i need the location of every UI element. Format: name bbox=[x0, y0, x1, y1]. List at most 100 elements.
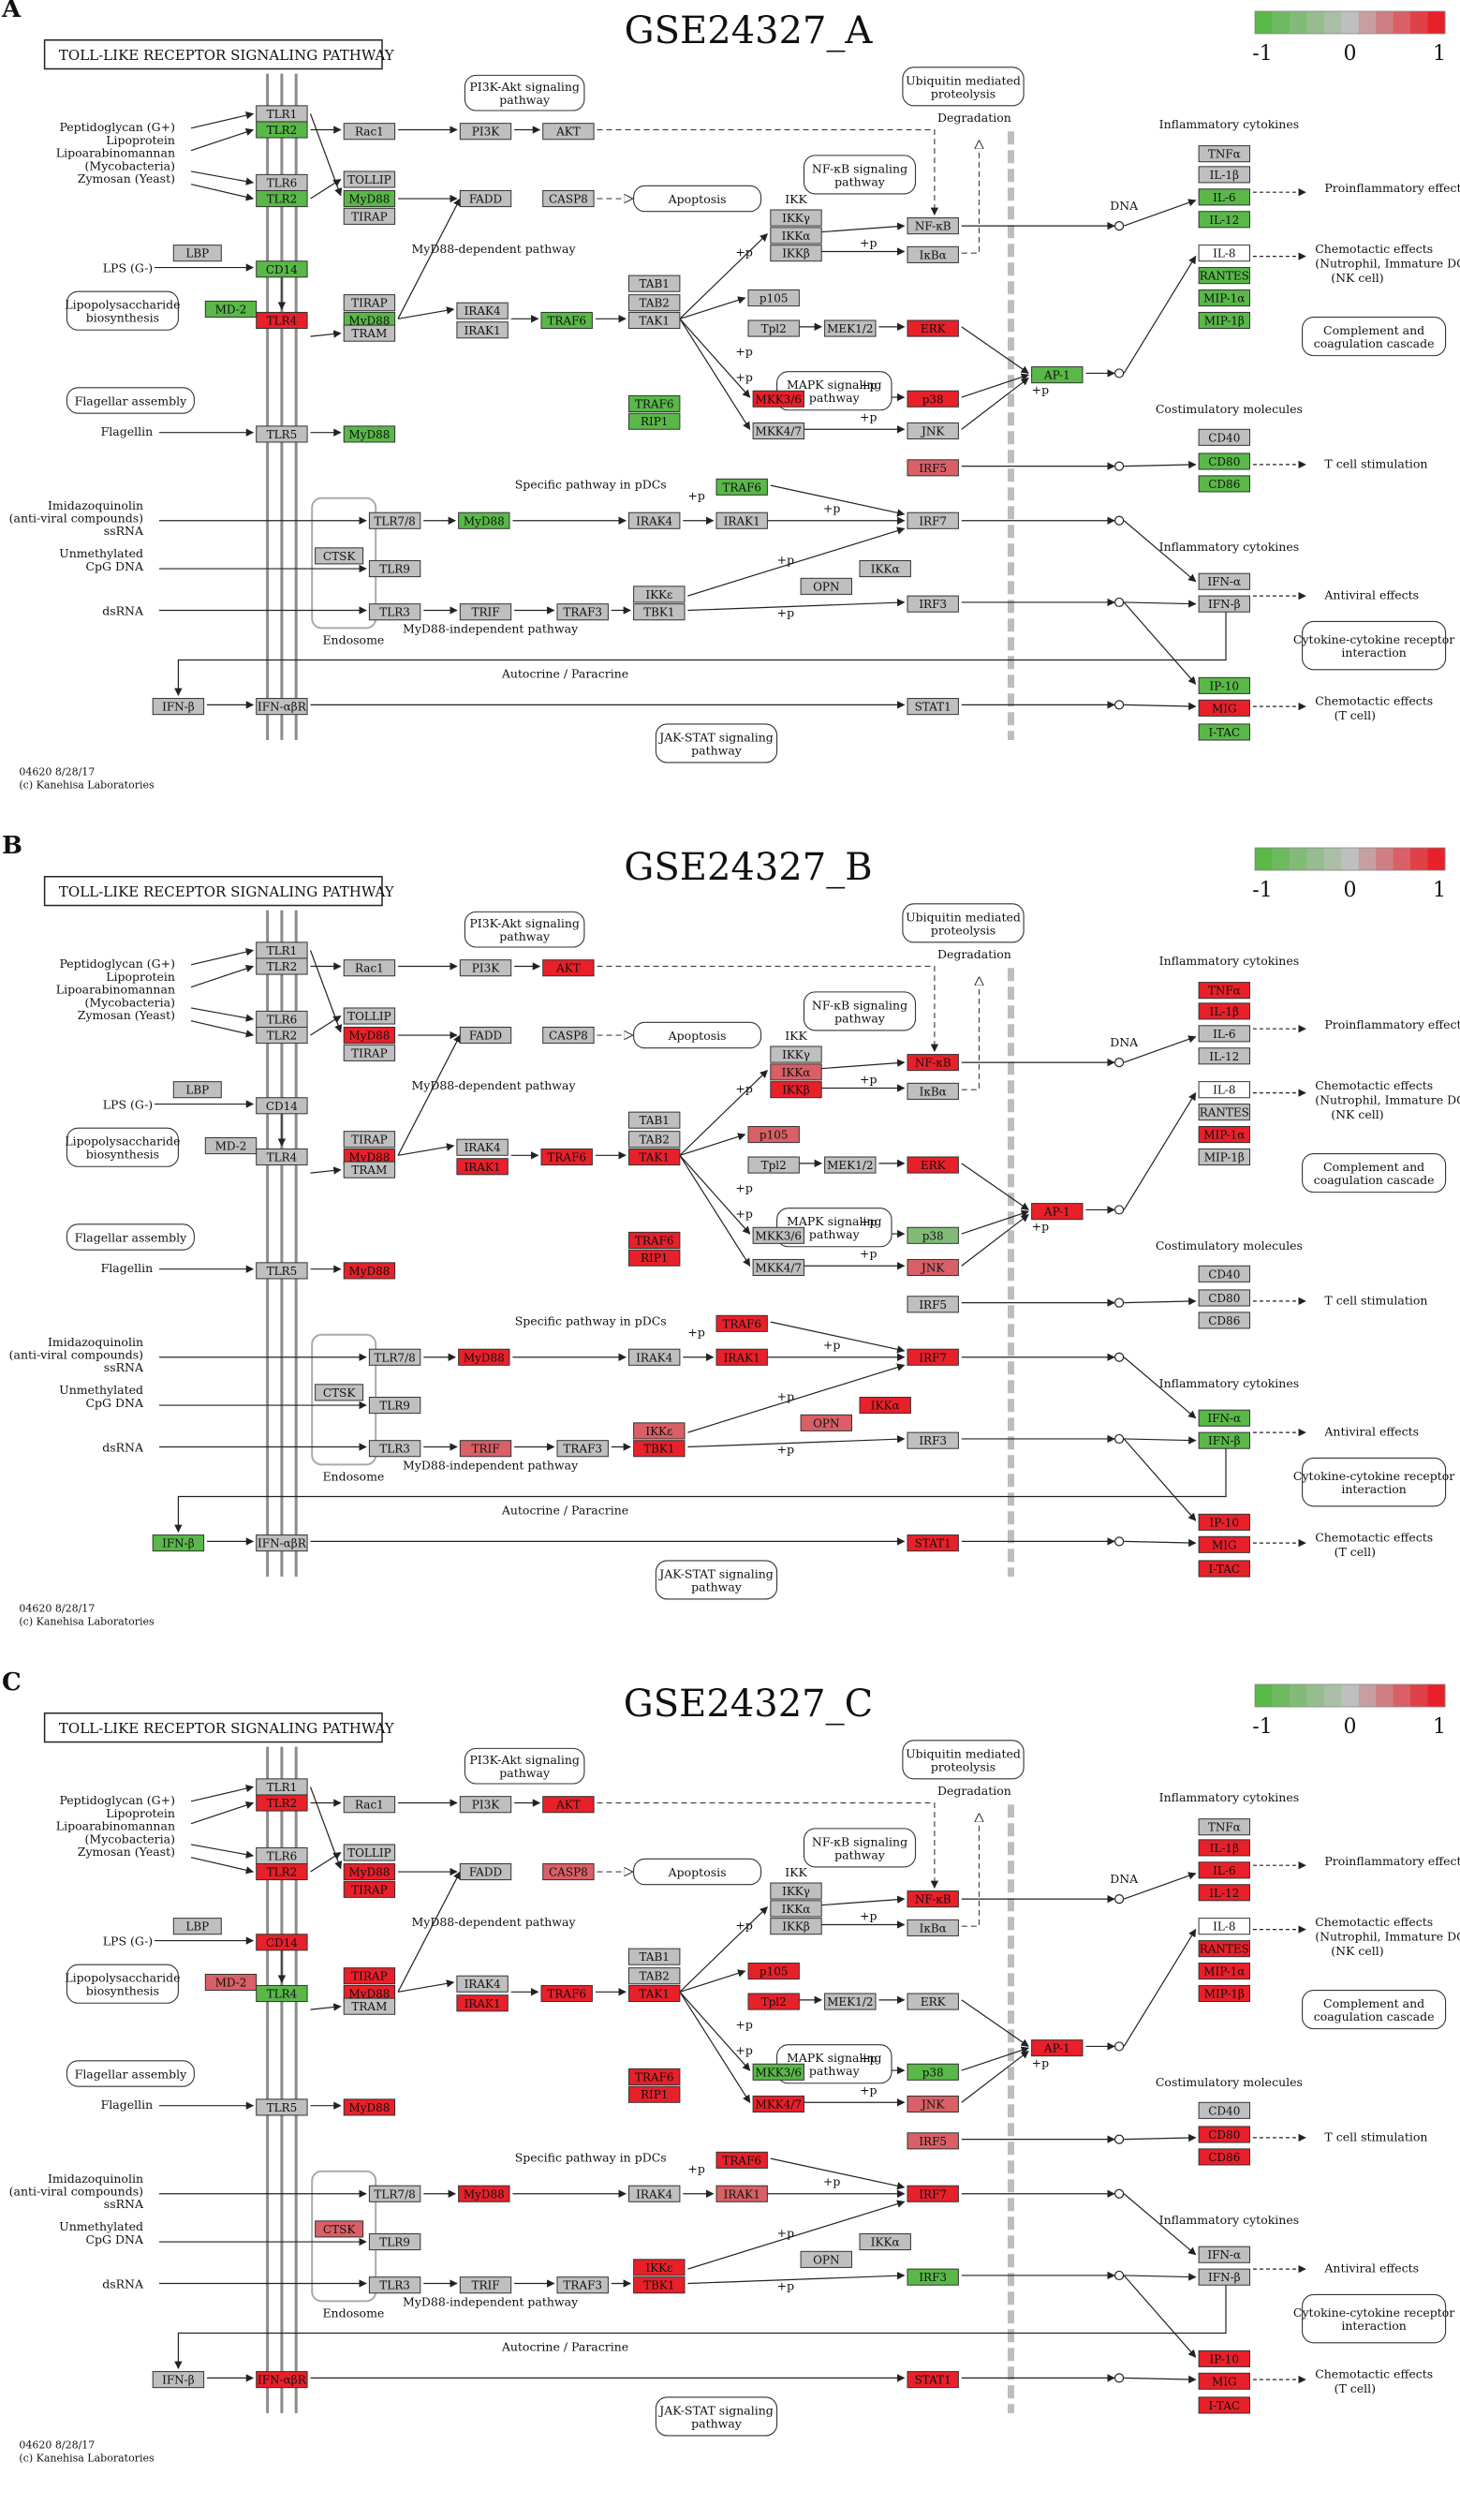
gene-node-mip1a[interactable]: MIP-1α bbox=[1198, 1963, 1250, 1980]
gene-node-ikky[interactable]: IKKγ bbox=[770, 1882, 822, 1900]
gene-node-akt[interactable]: AKT bbox=[542, 959, 595, 977]
gene-node-mkk36[interactable]: MKK3/6 bbox=[752, 2063, 804, 2081]
gene-node-myd88b[interactable]: MyD88 bbox=[343, 1984, 396, 2003]
gene-node-ifna[interactable]: IFN-α bbox=[1198, 2246, 1250, 2263]
gene-node-ikky[interactable]: IKKγ bbox=[770, 209, 822, 227]
gene-node-irak1a[interactable]: IRAK1 bbox=[456, 1158, 509, 1176]
gene-node-tab2[interactable]: TAB2 bbox=[628, 294, 681, 312]
gene-node-tpl2[interactable]: Tpl2 bbox=[747, 319, 800, 337]
gene-node-traf3[interactable]: TRAF3 bbox=[556, 1440, 609, 1458]
gene-node-rac1[interactable]: Rac1 bbox=[343, 123, 396, 141]
gene-node-mip1a[interactable]: MIP-1α bbox=[1198, 1126, 1250, 1144]
gene-node-casp8[interactable]: CASP8 bbox=[542, 189, 595, 208]
gene-node-pi3k[interactable]: PI3K bbox=[459, 123, 512, 141]
gene-node-cd86[interactable]: CD86 bbox=[1198, 1312, 1250, 1329]
gene-node-md2[interactable]: MD-2 bbox=[204, 300, 258, 319]
gene-node-il1b[interactable]: IL-1β bbox=[1198, 1002, 1250, 1020]
gene-node-irf5[interactable]: IRF5 bbox=[907, 2132, 959, 2150]
gene-node-casp8[interactable]: CASP8 bbox=[542, 1026, 595, 1045]
gene-node-il12[interactable]: IL-12 bbox=[1198, 211, 1250, 229]
gene-node-pi3k[interactable]: PI3K bbox=[459, 959, 512, 977]
gene-node-traf3[interactable]: TRAF3 bbox=[556, 2276, 609, 2294]
gene-node-myd88b[interactable]: MyD88 bbox=[343, 311, 396, 330]
gene-node-ikka[interactable]: IKKα bbox=[770, 1900, 822, 1918]
gene-node-ifna[interactable]: IFN-α bbox=[1198, 572, 1250, 590]
gene-node-fadd[interactable]: FADD bbox=[459, 1862, 512, 1881]
gene-node-cd40[interactable]: CD40 bbox=[1198, 428, 1250, 446]
gene-node-ap1[interactable]: AP-1 bbox=[1031, 2039, 1084, 2057]
gene-node-myd88c[interactable]: MyD88 bbox=[343, 425, 396, 443]
gene-node-akt[interactable]: AKT bbox=[542, 123, 595, 141]
gene-node-tab1[interactable]: TAB1 bbox=[628, 274, 681, 292]
gene-node-ip10[interactable]: IP-10 bbox=[1198, 676, 1250, 694]
gene-node-ap1[interactable]: AP-1 bbox=[1031, 366, 1084, 384]
gene-node-trif[interactable]: TRIF bbox=[459, 1440, 512, 1458]
gene-node-il12[interactable]: IL-12 bbox=[1198, 1047, 1250, 1065]
gene-node-ikke[interactable]: IKKε bbox=[633, 2259, 686, 2276]
gene-node-myd88a[interactable]: MyD88 bbox=[343, 189, 396, 208]
gene-node-stat1[interactable]: STAT1 bbox=[907, 1534, 959, 1552]
gene-node-traf6a[interactable]: TRAF6 bbox=[540, 311, 593, 330]
gene-node-mkk36[interactable]: MKK3/6 bbox=[752, 1226, 804, 1244]
gene-node-tbk1[interactable]: TBK1 bbox=[633, 2276, 686, 2294]
gene-node-irak4a[interactable]: IRAK4 bbox=[456, 302, 509, 319]
gene-node-tnfa[interactable]: TNFα bbox=[1198, 982, 1250, 1000]
gene-node-tlr9[interactable]: TLR9 bbox=[368, 1397, 421, 1415]
gene-node-tak1[interactable]: TAK1 bbox=[628, 1148, 681, 1166]
gene-node-ctsk[interactable]: CTSK bbox=[315, 547, 364, 565]
gene-node-tlr2b[interactable]: TLR2 bbox=[256, 189, 308, 208]
gene-node-mig[interactable]: MIG bbox=[1198, 2372, 1250, 2390]
gene-node-mek12[interactable]: MEK1/2 bbox=[824, 1993, 877, 2010]
gene-node-il8[interactable]: IL-8 bbox=[1198, 1081, 1250, 1099]
gene-node-tlr5[interactable]: TLR5 bbox=[256, 1262, 308, 1280]
gene-node-irf5[interactable]: IRF5 bbox=[907, 1296, 959, 1313]
gene-node-md2[interactable]: MD-2 bbox=[204, 1136, 258, 1155]
gene-node-stat1[interactable]: STAT1 bbox=[907, 2371, 959, 2389]
gene-node-tlr2a[interactable]: TLR2 bbox=[256, 1794, 308, 1812]
gene-node-cd80[interactable]: CD80 bbox=[1198, 1289, 1250, 1307]
gene-node-il6[interactable]: IL-6 bbox=[1198, 188, 1250, 206]
gene-node-cd14[interactable]: CD14 bbox=[256, 1097, 308, 1115]
gene-node-tlr78[interactable]: TLR7/8 bbox=[368, 1348, 421, 1366]
gene-node-irf5[interactable]: IRF5 bbox=[907, 459, 959, 477]
gene-node-mek12[interactable]: MEK1/2 bbox=[824, 1156, 877, 1174]
gene-node-ikka2[interactable]: IKKα bbox=[859, 560, 911, 578]
gene-node-tak1[interactable]: TAK1 bbox=[628, 1984, 681, 2003]
gene-node-myd88b[interactable]: MyD88 bbox=[343, 1148, 396, 1166]
gene-node-opn[interactable]: OPN bbox=[800, 1414, 852, 1431]
gene-node-cd80[interactable]: CD80 bbox=[1198, 452, 1250, 470]
gene-node-tirapb[interactable]: TIRAP bbox=[343, 1131, 396, 1149]
gene-node-itac[interactable]: I-TAC bbox=[1198, 723, 1250, 741]
gene-node-traf6c[interactable]: TRAF6 bbox=[715, 1314, 768, 1332]
gene-node-myd88c[interactable]: MyD88 bbox=[343, 1262, 396, 1280]
gene-node-tab2[interactable]: TAB2 bbox=[628, 1131, 681, 1149]
gene-node-tlr1[interactable]: TLR1 bbox=[256, 105, 308, 123]
gene-node-cd40[interactable]: CD40 bbox=[1198, 1265, 1250, 1282]
gene-node-irf3[interactable]: IRF3 bbox=[907, 595, 959, 613]
gene-node-irak4a[interactable]: IRAK4 bbox=[456, 1975, 509, 1993]
gene-node-stat1[interactable]: STAT1 bbox=[907, 698, 959, 716]
gene-node-mkk36[interactable]: MKK3/6 bbox=[752, 390, 804, 408]
gene-node-mek12[interactable]: MEK1/2 bbox=[824, 319, 877, 337]
gene-node-myd88d[interactable]: MyD88 bbox=[458, 1348, 510, 1366]
gene-node-ikke[interactable]: IKKε bbox=[633, 586, 686, 603]
gene-node-ikkb[interactable]: IKKβ bbox=[770, 1918, 822, 1935]
gene-node-ifnabr[interactable]: IFN-αβR bbox=[256, 2371, 308, 2389]
gene-node-tlr3[interactable]: TLR3 bbox=[368, 603, 421, 621]
gene-node-tirap[interactable]: TIRAP bbox=[343, 207, 396, 225]
gene-node-ctsk[interactable]: CTSK bbox=[315, 1384, 364, 1401]
gene-node-itac[interactable]: I-TAC bbox=[1198, 1560, 1250, 1578]
gene-node-il6[interactable]: IL-6 bbox=[1198, 1861, 1250, 1879]
gene-node-tlr2b[interactable]: TLR2 bbox=[256, 1862, 308, 1881]
gene-node-ikba[interactable]: IκBα bbox=[907, 1919, 959, 1936]
gene-node-myd88c[interactable]: MyD88 bbox=[343, 2098, 396, 2116]
gene-node-md2[interactable]: MD-2 bbox=[204, 1973, 258, 1992]
gene-node-irak1b[interactable]: IRAK1 bbox=[715, 1348, 768, 1366]
gene-node-irak1a[interactable]: IRAK1 bbox=[456, 321, 509, 339]
gene-node-tlr5[interactable]: TLR5 bbox=[256, 2098, 308, 2116]
gene-node-cd14[interactable]: CD14 bbox=[256, 260, 308, 278]
gene-node-ikkb[interactable]: IKKβ bbox=[770, 1081, 822, 1099]
gene-node-myd88d[interactable]: MyD88 bbox=[458, 2185, 510, 2202]
gene-node-tab1[interactable]: TAB1 bbox=[628, 1111, 681, 1129]
gene-node-irf3[interactable]: IRF3 bbox=[907, 1431, 959, 1449]
